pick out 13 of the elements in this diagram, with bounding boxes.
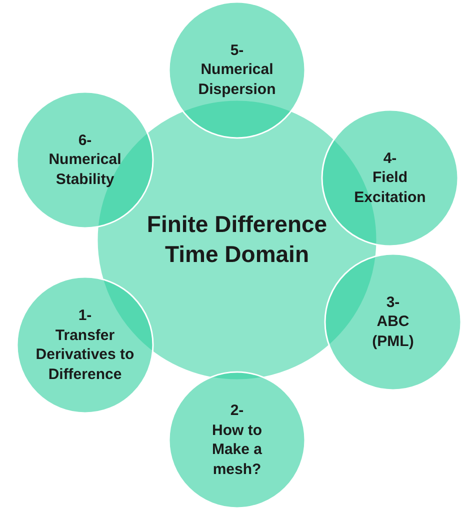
step-label: Transfer Derivatives to Difference [35,326,135,384]
step-number: 4- [383,148,397,168]
center-title: Finite Difference Time Domain [146,210,328,269]
step-number: 5- [230,40,244,60]
step-label: Numerical Stability [48,150,122,189]
step-number: 2- [230,401,244,420]
step-number: 1- [78,306,92,326]
step-label: Field Excitation [353,168,427,207]
step-label: How to Make a mesh? [210,420,264,479]
step-number: 6- [78,130,92,150]
step-label: Numerical Dispersion [197,60,277,99]
step-label: ABC (PML) [371,312,415,351]
step-number: 3- [386,292,400,312]
